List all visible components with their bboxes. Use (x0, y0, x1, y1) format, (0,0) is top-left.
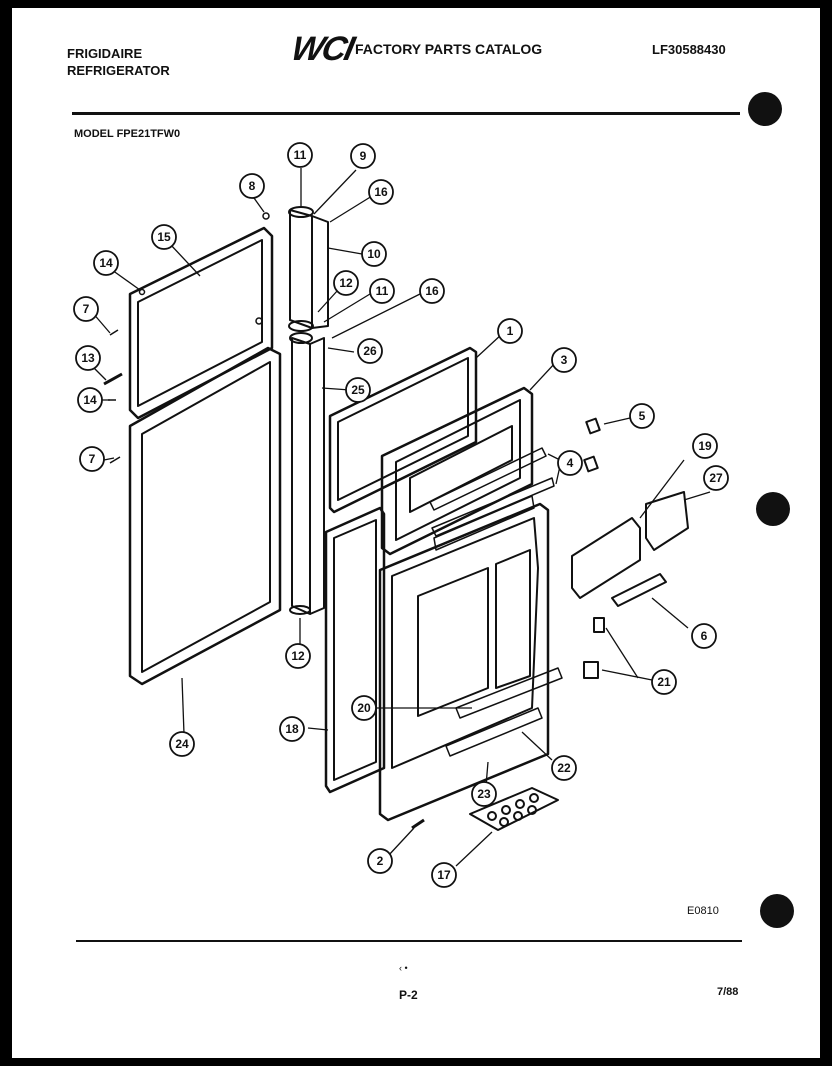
callout-label: 14 (83, 393, 97, 407)
callout-4 (557, 450, 583, 476)
callout-5 (629, 403, 655, 429)
callout-label: 16 (374, 185, 388, 199)
callout-9 (350, 143, 376, 169)
callout-3 (551, 347, 577, 373)
callout-2 (367, 848, 393, 874)
callout-label: 11 (294, 148, 307, 162)
punch-hole-bottom (760, 894, 794, 928)
callout-label: 10 (367, 247, 381, 261)
fresh-food-door (128, 346, 282, 686)
screw-2 (411, 818, 425, 830)
callout-23 (471, 781, 497, 807)
callout-label: 7 (89, 452, 96, 466)
callout-label: 2 (377, 854, 384, 868)
callout-11 (287, 142, 313, 168)
punch-hole-middle (756, 492, 790, 526)
callout-21 (651, 669, 677, 695)
brand-name: FRIGIDAIRE (67, 46, 143, 61)
callout-22 (551, 755, 577, 781)
catalog-page: FRIGIDAIRE REFRIGERATOR WCI FACTORY PART… (12, 8, 820, 1058)
callout-1 (497, 318, 523, 344)
part-number: LF30588430 (652, 42, 726, 57)
callout-16 (419, 278, 445, 304)
callout-label: 15 (157, 230, 171, 244)
callout-7 (79, 446, 105, 472)
callout-19 (692, 433, 718, 459)
stray-marks: ‹ • (399, 963, 408, 973)
callout-label: 6 (701, 629, 708, 643)
callout-20 (351, 695, 377, 721)
freezer-door (128, 226, 274, 420)
callout-7 (73, 296, 99, 322)
callout-labels: 11 9 16 8 10 15 14 12 11 16 7 1 26 13 25… (81, 148, 723, 882)
lower-handle (289, 332, 325, 615)
callout-10 (361, 241, 387, 267)
callout-label: 8 (249, 179, 256, 193)
egg-tray (469, 787, 559, 831)
callout-label: 24 (175, 737, 189, 751)
callout-label: 3 (561, 353, 568, 367)
callout-label: 19 (698, 439, 712, 453)
callout-label: 20 (357, 701, 371, 715)
callout-15 (151, 224, 177, 250)
callout-label: 9 (360, 149, 367, 163)
callout-26 (357, 338, 383, 364)
callout-17 (431, 862, 457, 888)
callout-label: 23 (477, 787, 491, 801)
callout-14 (93, 250, 119, 276)
callout-label: 21 (657, 675, 671, 689)
catalog-date: 7/88 (717, 986, 739, 998)
catalog-title: FACTORY PARTS CATALOG (355, 41, 543, 57)
callout-16 (368, 179, 394, 205)
callout-12 (285, 643, 311, 669)
callout-label: 16 (425, 284, 439, 298)
freezer-liner (380, 386, 555, 556)
callout-label: 25 (351, 383, 365, 397)
callout-label: 17 (437, 868, 451, 882)
diagram-code: E0810 (687, 905, 719, 917)
callout-27 (703, 465, 729, 491)
callout-24 (169, 731, 195, 757)
callout-label: 5 (639, 409, 646, 423)
callout-label: 4 (567, 456, 574, 470)
callout-label: 14 (99, 256, 113, 270)
fresh-food-gasket (324, 506, 386, 794)
callout-6 (691, 623, 717, 649)
callout-12 (333, 270, 359, 296)
callout-label: 12 (339, 276, 353, 290)
callouts (73, 142, 729, 888)
callout-label: 27 (709, 471, 723, 485)
header-rule (72, 112, 740, 115)
dairy-door-parts (571, 417, 689, 679)
callout-label: 11 (376, 284, 389, 298)
callout-label: 26 (363, 344, 377, 358)
callout-25 (345, 377, 371, 403)
callout-label: 18 (285, 722, 299, 736)
callout-8 (239, 173, 265, 199)
callout-18 (279, 716, 305, 742)
model-label: MODEL FPE21TFW0 (74, 128, 181, 140)
leader-lines (91, 168, 711, 867)
fresh-food-liner (378, 495, 563, 822)
exploded-parts-diagram: 11 9 16 8 10 15 14 12 11 16 7 1 26 13 25… (73, 142, 729, 888)
callout-label: 13 (81, 351, 95, 365)
callout-label: 22 (557, 761, 571, 775)
callout-13 (75, 345, 101, 371)
punch-hole-top (748, 92, 782, 126)
callout-11 (369, 278, 395, 304)
callout-14 (77, 387, 103, 413)
page-number: P-2 (399, 988, 418, 1002)
upper-handle (288, 206, 329, 332)
product-name: REFRIGERATOR (67, 63, 170, 78)
callout-label: 1 (507, 324, 514, 338)
footer-rule (76, 940, 742, 942)
freezer-gasket (328, 346, 478, 514)
callout-label: 12 (291, 649, 305, 663)
callout-label: 7 (83, 302, 90, 316)
